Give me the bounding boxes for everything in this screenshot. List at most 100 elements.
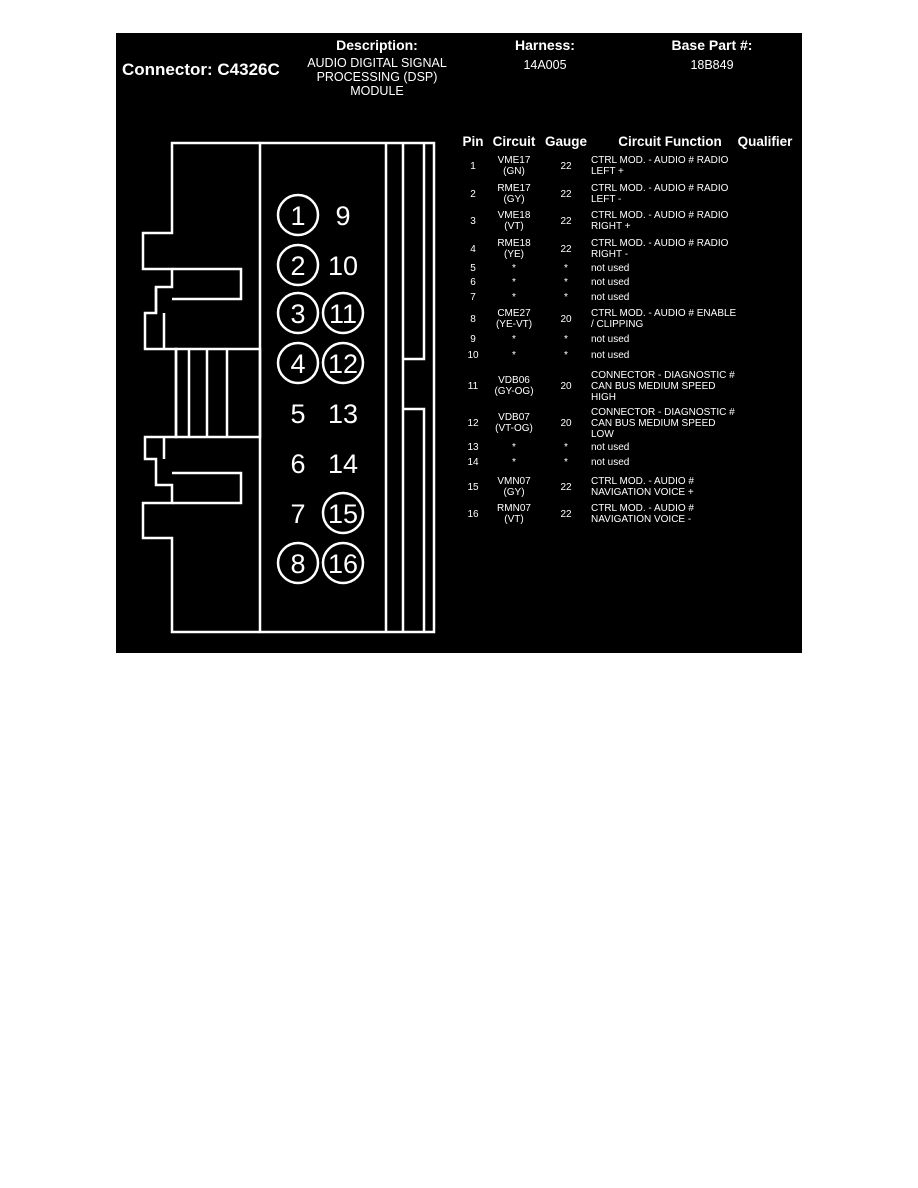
pin-6: 6 xyxy=(290,449,305,479)
cell-pin: 2 xyxy=(470,188,476,200)
pin-2: 2 xyxy=(276,243,320,287)
table-row: 10 * * not used xyxy=(456,348,796,362)
cell-circuit-function: CTRL MOD. - AUDIO # RADIO RIGHT + xyxy=(591,210,729,232)
description-label: Description: xyxy=(336,37,418,53)
cell-circuit: CME27 (YE-VT) xyxy=(495,308,533,330)
column-header-qualifier: Qualifier xyxy=(737,134,793,149)
base-part-label: Base Part #: xyxy=(671,37,753,53)
cell-circuit: VDB07 (VT-OG) xyxy=(495,412,533,434)
pin-number-label: 14 xyxy=(328,449,358,479)
cell-gauge: * xyxy=(564,276,568,288)
pin-number-label: 13 xyxy=(328,399,358,429)
description-value: AUDIO DIGITAL SIGNAL PROCESSING (DSP) MO… xyxy=(307,56,447,98)
cell-gauge: * xyxy=(564,441,568,453)
cell-circuit: * xyxy=(512,291,516,303)
pin-highlight-circle xyxy=(321,291,365,335)
cell-pin: 6 xyxy=(470,276,476,288)
pin-number-label: 6 xyxy=(290,449,305,479)
cell-circuit-function: CONNECTOR - DIAGNOSTIC # CAN BUS MEDIUM … xyxy=(591,406,735,440)
cell-circuit: RME17 (GY) xyxy=(497,183,531,205)
cell-gauge: * xyxy=(564,456,568,468)
cell-circuit-function: not used xyxy=(591,262,630,274)
cell-circuit: * xyxy=(512,333,516,345)
harness-value: 14A005 xyxy=(523,58,567,72)
cell-pin: 3 xyxy=(470,215,476,227)
cell-gauge: * xyxy=(564,291,568,303)
cell-gauge: * xyxy=(564,333,568,345)
cell-gauge: * xyxy=(564,349,568,361)
pin-number-label: 2 xyxy=(290,251,305,281)
pin-7: 7 xyxy=(290,499,305,529)
cell-circuit-function: not used xyxy=(591,349,630,361)
table-row: 8 CME27 (YE-VT) 20 CTRL MOD. - AUDIO # ENAB… xyxy=(456,307,796,331)
cell-circuit-function: CTRL MOD. - AUDIO # RADIO RIGHT - xyxy=(591,238,729,260)
harness-label: Harness: xyxy=(515,37,575,53)
pin-highlight-circle xyxy=(276,193,320,237)
cell-circuit-function: CTRL MOD. - AUDIO # NAVIGATION VOICE + xyxy=(591,476,694,498)
cell-pin: 4 xyxy=(470,243,476,255)
connector-outline xyxy=(141,141,436,634)
cell-pin: 11 xyxy=(467,380,479,392)
cell-gauge: 20 xyxy=(560,380,572,392)
pin-number-label: 4 xyxy=(290,349,305,379)
pin-column-left: 1 2 3 4 5 6 7 8 xyxy=(276,193,320,585)
column-header-circuit-function: Circuit Function xyxy=(618,134,722,149)
cell-pin: 14 xyxy=(467,456,479,468)
column-header-pin: Pin xyxy=(462,134,484,149)
pin-number-label: 8 xyxy=(290,549,305,579)
pin-number-label: 16 xyxy=(328,549,358,579)
cell-circuit-function: CONNECTOR - DIAGNOSTIC # CAN BUS MEDIUM … xyxy=(591,369,735,403)
cell-circuit: * xyxy=(512,349,516,361)
pin-number-label: 5 xyxy=(290,399,305,429)
base-part-value: 18B849 xyxy=(690,58,734,72)
pin-number-label: 9 xyxy=(335,201,350,231)
cell-gauge: 20 xyxy=(560,313,572,325)
cell-pin: 8 xyxy=(470,313,476,325)
table-row: 14 * * not used xyxy=(456,455,796,469)
cell-circuit-function: not used xyxy=(591,291,630,303)
cell-circuit: * xyxy=(512,456,516,468)
table-row: 9**not used xyxy=(456,332,796,346)
connector-title: Connector: C4326C xyxy=(122,60,280,79)
cell-gauge: 22 xyxy=(560,243,572,255)
cell-pin: 10 xyxy=(467,349,479,361)
pin-number-label: 3 xyxy=(290,299,305,329)
pin-14: 14 xyxy=(328,449,358,479)
pin-highlight-circle xyxy=(321,491,365,535)
table-row: 7**not used xyxy=(456,290,796,304)
cell-circuit: VMN07 (GY) xyxy=(497,476,531,498)
cell-circuit-function: CTRL MOD. - AUDIO # NAVIGATION VOICE - xyxy=(591,503,694,525)
pin-number-label: 11 xyxy=(329,299,357,329)
cell-gauge: 20 xyxy=(560,417,572,429)
cell-circuit-function: CTRL MOD. - AUDIO # ENABLE / CLIPPING xyxy=(591,308,737,330)
pin-4: 4 xyxy=(276,341,320,385)
cell-circuit: RMN07 (VT) xyxy=(497,503,531,525)
table-row: 5**not used xyxy=(456,261,796,275)
pin-number-label: 7 xyxy=(290,499,305,529)
pin-16: 16 xyxy=(321,541,365,585)
cell-pin: 16 xyxy=(467,508,479,520)
cell-circuit: VDB06 (GY-OG) xyxy=(494,375,534,397)
cell-circuit-function: not used xyxy=(591,456,630,468)
pin-15: 15 xyxy=(321,491,365,535)
cell-circuit: * xyxy=(512,262,516,274)
table-row: 11 VDB06 (GY-OG) 20 CONNECTOR - DIAGNOSTIC … xyxy=(456,369,796,403)
cell-circuit: * xyxy=(512,276,516,288)
pin-1: 1 xyxy=(276,193,320,237)
column-header-circuit: Circuit xyxy=(492,134,536,149)
pin-highlight-circle xyxy=(276,341,320,385)
cell-circuit: * xyxy=(512,441,516,453)
cell-pin: 13 xyxy=(467,441,479,453)
pin-highlight-circle xyxy=(321,541,365,585)
connector-panel: Connector: C4326C Description: AUDIO DIG… xyxy=(116,33,802,653)
pin-10: 10 xyxy=(328,251,358,281)
pin-9: 9 xyxy=(335,201,350,231)
cell-pin: 15 xyxy=(467,481,479,493)
cell-gauge: 22 xyxy=(560,188,572,200)
